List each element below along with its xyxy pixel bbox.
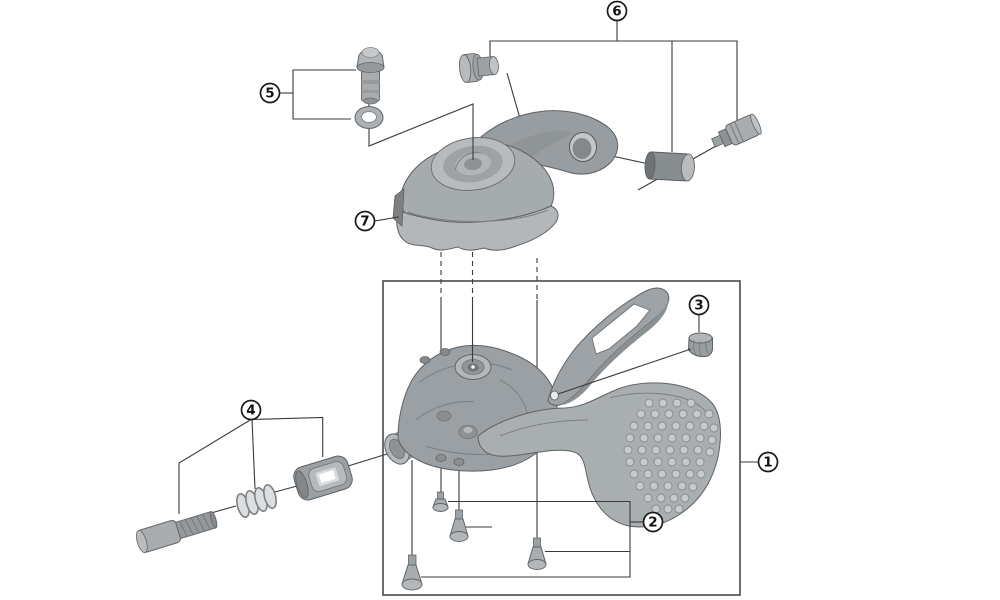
callout-3-label: 3 xyxy=(694,298,703,314)
callout-2-bracket xyxy=(421,500,643,578)
indicator-spiral-boss xyxy=(430,137,516,191)
callout-5-bracket xyxy=(279,69,356,120)
end-cap xyxy=(687,332,713,358)
callout-3: 3 xyxy=(688,294,710,316)
adjuster-bolt xyxy=(135,510,218,554)
fixing-bolt-1 xyxy=(432,491,449,512)
pivot-pin xyxy=(458,53,499,83)
fixing-bolt-2 xyxy=(449,509,469,542)
cable-anchor-bolt xyxy=(356,47,385,105)
adjuster-cap xyxy=(293,455,353,501)
callout-2-label: 2 xyxy=(648,515,657,531)
fixing-bolt-3 xyxy=(527,537,547,570)
callout-1: 1 xyxy=(757,451,779,473)
callout-2: 2 xyxy=(642,511,664,533)
top-pivot-boss xyxy=(454,354,492,380)
cover-alignment-dashed-lines xyxy=(440,252,538,300)
callout-5-label: 5 xyxy=(265,86,274,102)
cover-left-tab xyxy=(392,188,405,227)
release-lever xyxy=(547,287,670,406)
callout-1-label: 1 xyxy=(763,455,772,471)
release-lever-cutout xyxy=(591,303,651,355)
clamp-screw xyxy=(711,113,762,148)
main-lever xyxy=(477,382,721,528)
band-clamp-hole-bore xyxy=(572,138,592,159)
callout-6: 6 xyxy=(606,0,628,22)
fixing-bolt-4 xyxy=(401,554,423,591)
callout-4-label: 4 xyxy=(246,403,255,419)
thumb-pad-dimples xyxy=(623,398,719,514)
callout-7-leader xyxy=(374,216,400,222)
callout-7: 7 xyxy=(354,210,376,232)
callout-4-bracket xyxy=(178,416,324,514)
anchor-washer xyxy=(354,106,384,129)
clamp-nut-cylinder xyxy=(644,151,695,182)
callout-6-label: 6 xyxy=(612,4,621,20)
return-spring xyxy=(236,484,277,518)
lever-base-hole xyxy=(550,390,559,401)
callout-7-label: 7 xyxy=(360,214,369,230)
callout-4: 4 xyxy=(240,399,262,421)
upper-cover-assembly xyxy=(392,110,619,251)
callout-5: 5 xyxy=(259,82,281,104)
main-assembly-box xyxy=(382,280,741,596)
shifter-body-details xyxy=(415,348,529,466)
callout-3-leader xyxy=(557,314,700,395)
